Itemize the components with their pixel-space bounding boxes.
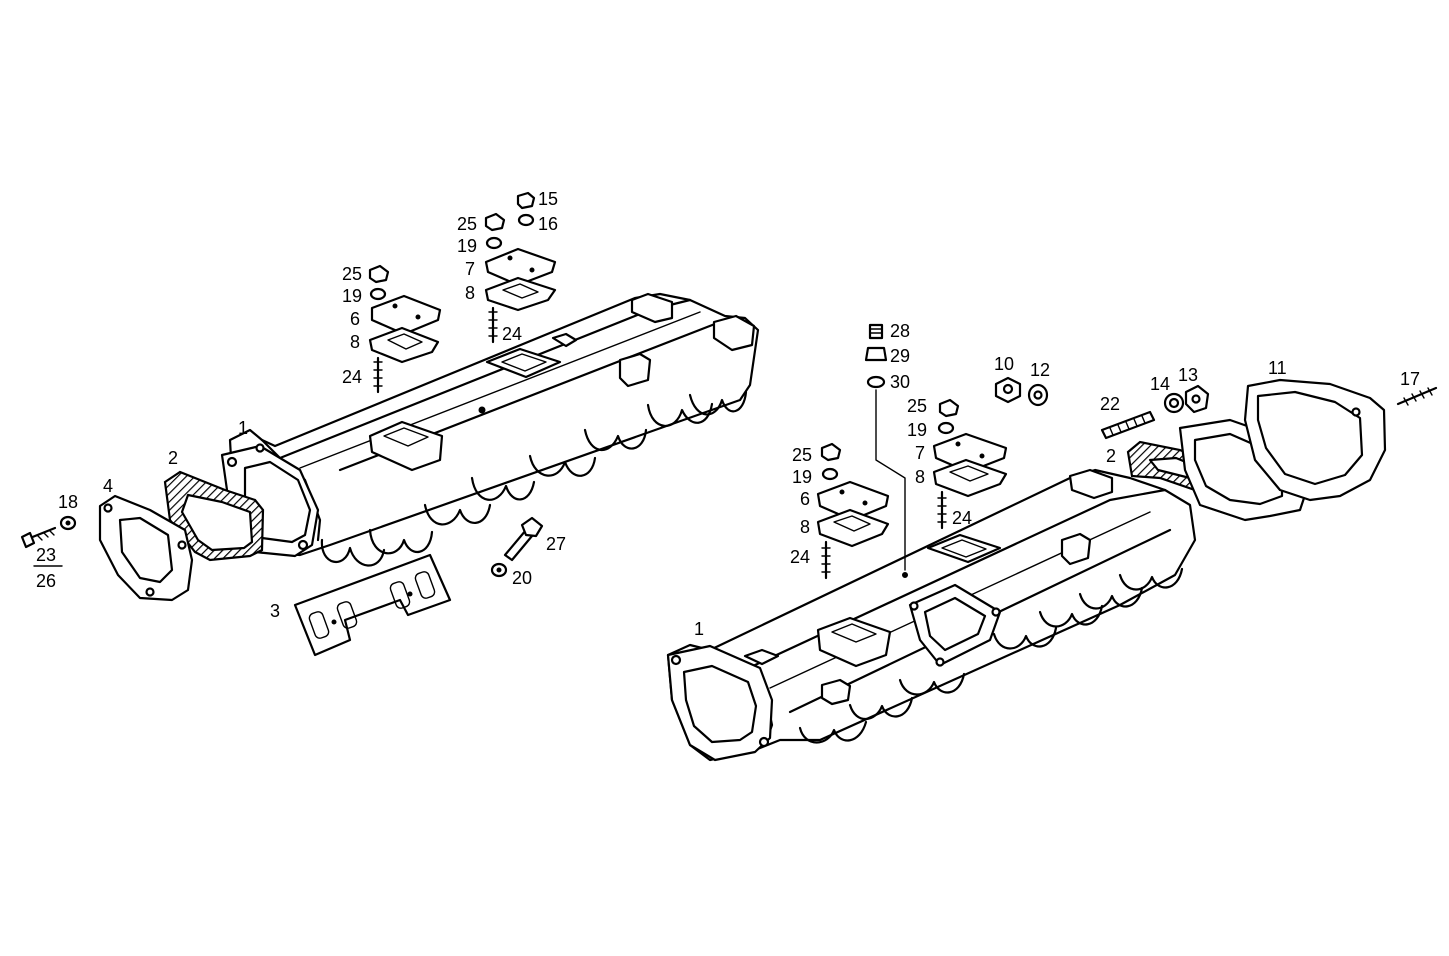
label-19-c: 19	[792, 467, 812, 487]
label-2-left: 2	[168, 448, 178, 468]
label-1-left: 1	[238, 418, 248, 438]
left-washer-18	[59, 515, 77, 531]
washer-19	[821, 467, 839, 481]
gasket-8	[932, 458, 1008, 498]
label-20: 20	[512, 568, 532, 588]
right-washer-14	[1163, 392, 1185, 414]
right-stud-17	[1396, 386, 1438, 406]
nut-25	[368, 264, 390, 284]
label-25-c: 25	[792, 445, 812, 465]
label-6-right: 6	[800, 489, 810, 509]
label-6-left: 6	[350, 309, 360, 329]
label-8-b: 8	[465, 283, 475, 303]
cover-6	[370, 294, 442, 336]
label-8-d: 8	[915, 467, 925, 487]
left-assembly	[20, 191, 760, 657]
nut-25	[484, 212, 506, 232]
label-16: 16	[538, 214, 558, 234]
washer-19	[937, 421, 955, 435]
label-24-a: 24	[342, 367, 362, 387]
left-ports	[320, 390, 748, 567]
right-pipe-11	[1243, 378, 1387, 502]
label-22: 22	[1100, 394, 1120, 414]
label-10: 10	[994, 354, 1014, 374]
label-11: 11	[1268, 358, 1287, 378]
left-bolt-27	[503, 516, 544, 562]
label-23: 23	[36, 545, 56, 565]
label-27: 27	[546, 534, 566, 554]
left-gasket-3	[293, 553, 452, 657]
label-4: 4	[103, 476, 113, 496]
left-cover-stack-b	[484, 191, 557, 344]
label-25-d: 25	[907, 396, 927, 416]
label-18: 18	[58, 492, 78, 512]
label-24-c: 24	[790, 547, 810, 567]
plug-29	[864, 346, 888, 362]
label-14: 14	[1150, 374, 1170, 394]
left-nut-20	[490, 562, 508, 578]
right-plug-stack	[864, 323, 906, 571]
gasket-8	[484, 276, 557, 312]
right-assembly	[666, 323, 1438, 762]
cover-7	[932, 432, 1008, 474]
label-26: 26	[36, 571, 56, 591]
label-12: 12	[1030, 360, 1050, 380]
label-17: 17	[1400, 369, 1420, 389]
label-19-a: 19	[342, 286, 362, 306]
label-24-b: 24	[502, 324, 522, 344]
nut-25	[820, 442, 842, 462]
cover-7	[484, 247, 557, 287]
right-nut-10	[994, 376, 1022, 404]
left-cover-stack-a	[368, 264, 442, 394]
label-2-right: 2	[1106, 446, 1116, 466]
left-manifold	[220, 292, 760, 567]
label-7-right: 7	[915, 443, 925, 463]
washer-19	[369, 287, 387, 301]
label-29: 29	[890, 346, 910, 366]
left-bolt-23	[20, 526, 57, 549]
right-cover-stack-c	[816, 442, 890, 580]
right-cover-stack-d	[932, 398, 1008, 530]
washer-30	[866, 375, 886, 389]
left-flange-4	[98, 494, 194, 602]
right-ports	[798, 567, 1184, 744]
label-15: 15	[538, 189, 558, 209]
label-1-right: 1	[694, 619, 704, 639]
label-25-b: 25	[457, 214, 477, 234]
label-8-a: 8	[350, 332, 360, 352]
label-8-c: 8	[800, 517, 810, 537]
label-28: 28	[890, 321, 910, 341]
washer-19	[485, 236, 503, 250]
washer-16	[517, 213, 535, 227]
label-3: 3	[270, 601, 280, 621]
label-30: 30	[890, 372, 910, 392]
cover-6	[816, 480, 890, 522]
plug-28	[868, 323, 884, 340]
right-manifold	[666, 468, 1197, 762]
label-7-left: 7	[465, 259, 475, 279]
gasket-8	[816, 508, 890, 548]
bolt-15	[516, 191, 536, 210]
right-stud-22	[1100, 410, 1156, 440]
callout-labels: 1 2 3 4 18 23 26 25 19 6 8 24 15 16 25 1…	[33, 189, 1420, 639]
label-25-a: 25	[342, 264, 362, 284]
label-19-d: 19	[907, 420, 927, 440]
right-nut-13	[1184, 384, 1210, 414]
right-washer-12	[1027, 383, 1049, 407]
label-13: 13	[1178, 365, 1198, 385]
nut-25	[938, 398, 960, 418]
gasket-8	[368, 326, 440, 364]
label-24-d: 24	[952, 508, 972, 528]
label-19-b: 19	[457, 236, 477, 256]
